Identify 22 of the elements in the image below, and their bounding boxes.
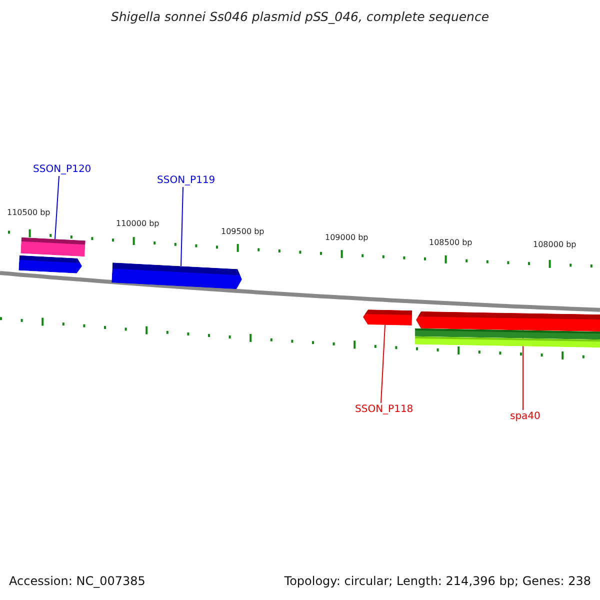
title: Shigella sonnei Ss046 plasmid pSS_046, complete sequence (110, 9, 490, 24)
position-label: 109500 bp (221, 227, 264, 236)
gene-feature (18, 255, 82, 274)
gene-label: SSON_P118 (355, 404, 414, 416)
gene-feature (112, 262, 242, 290)
gene-label: SSON_P120 (33, 164, 92, 176)
gene-label: spa40 (510, 411, 540, 423)
leader-line (380, 324, 386, 404)
gene-feature (20, 237, 86, 257)
gene-feature (414, 336, 600, 348)
leader-line (54, 176, 60, 240)
position-label: 110000 bp (116, 219, 160, 228)
position-label: 110500 bp (7, 208, 50, 217)
position-label: 109000 bp (325, 233, 368, 242)
position-label: 108500 bp (429, 238, 472, 247)
accession-text: Accession: NC_007385 (9, 574, 146, 588)
leader-line (180, 186, 184, 266)
gene-label: SSON_P119 (157, 175, 216, 187)
position-label: 108000 bp (533, 240, 576, 249)
gene-feature (362, 310, 412, 326)
gene-feature (416, 311, 600, 332)
topology-text: Topology: circular; Length: 214,396 bp; Genes: 238 (284, 574, 591, 588)
